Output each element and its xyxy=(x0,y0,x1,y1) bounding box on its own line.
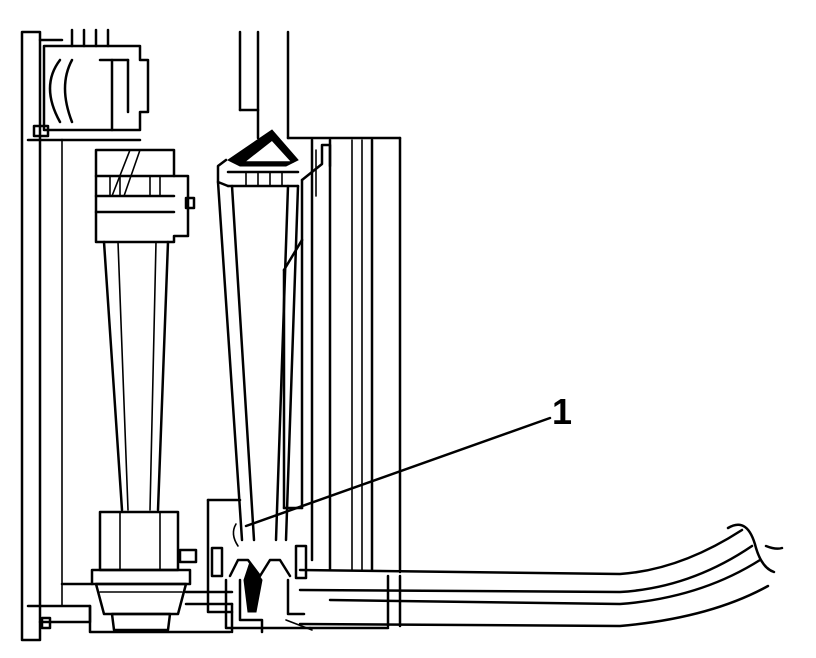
left-motor-assembly xyxy=(60,148,198,632)
callout-label-1: 1 xyxy=(552,391,573,432)
left-housing-frame xyxy=(20,30,92,642)
top-inlet-tube xyxy=(238,30,402,140)
right-vertical-panels xyxy=(282,136,402,574)
centre-blower-funnel xyxy=(216,129,300,547)
top-electrical-connector xyxy=(32,28,150,142)
lower-bracket-pump xyxy=(206,498,313,634)
callout-1-leader xyxy=(244,416,552,528)
outlet-hose xyxy=(298,523,784,630)
